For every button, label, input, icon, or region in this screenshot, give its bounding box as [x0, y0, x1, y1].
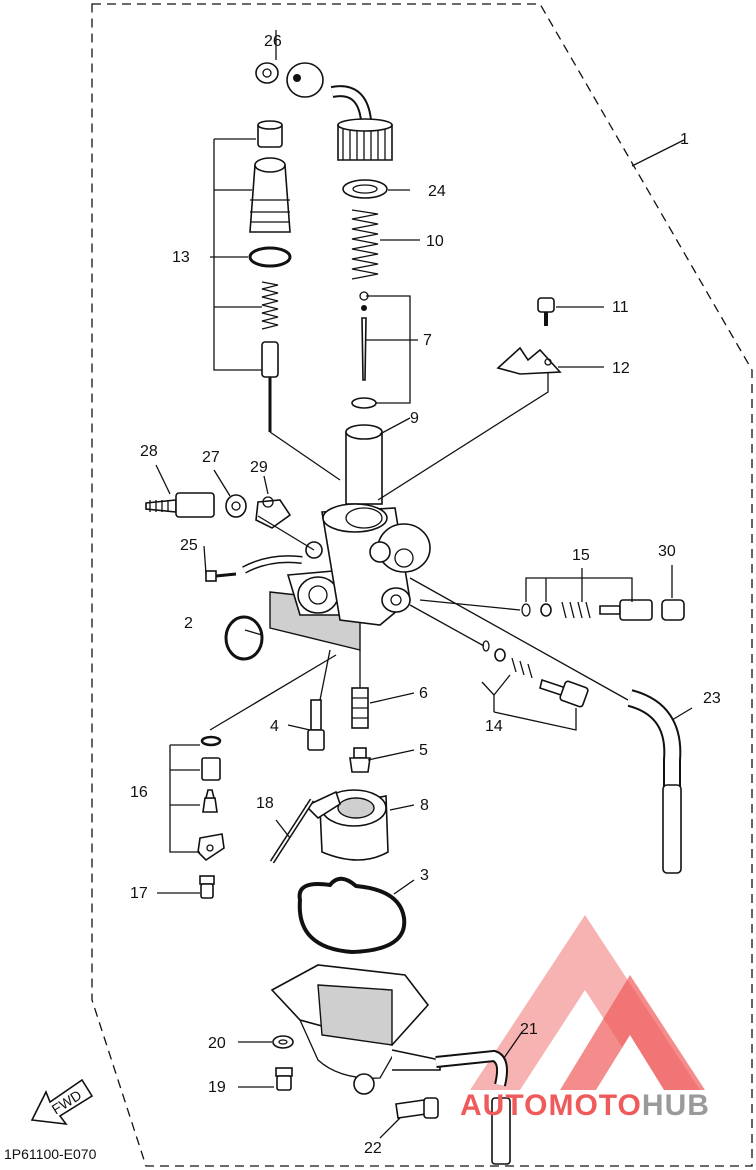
callout-16: 16	[130, 784, 148, 801]
part-3-gasket	[297, 876, 407, 955]
part-6-needle-jet	[351, 687, 369, 729]
callout-12: 12	[612, 360, 630, 377]
part-29-clip	[255, 496, 292, 529]
part-2-oring	[224, 615, 264, 661]
part-1-carburetor-body	[269, 503, 431, 651]
callout-23: 23	[703, 690, 721, 707]
callout-20: 20	[208, 1035, 226, 1052]
watermark-hub: HUB	[642, 1089, 710, 1122]
part-25-screw	[205, 570, 237, 582]
leader-lines	[155, 30, 693, 1139]
watermark-moto: MOTO	[548, 1089, 641, 1122]
part-13-choke-housing	[249, 157, 291, 233]
watermark-auto: AUTO	[460, 1089, 548, 1122]
watermark-text: AUTOMOTOHUB	[460, 1089, 710, 1122]
part-21-drain-tube	[435, 1049, 511, 1165]
part-14-air-screw-set	[482, 640, 589, 708]
callout-17: 17	[130, 885, 148, 902]
part-22-drain-screw	[353, 1073, 439, 1119]
part-27-washer	[225, 494, 247, 518]
part-float-bowl	[270, 964, 441, 1079]
part-17-screw	[199, 875, 215, 899]
callout-4: 4	[270, 718, 279, 735]
part-cable-adjuster	[286, 62, 324, 98]
part-5-main-jet	[349, 747, 371, 773]
callout-11: 11	[612, 299, 629, 316]
watermark-logo	[470, 915, 705, 1090]
callout-6: 6	[419, 685, 428, 702]
part-12-plate	[496, 346, 562, 375]
callout-18: 18	[256, 795, 274, 812]
callout-13: 13	[172, 249, 190, 266]
callout-30: 30	[658, 543, 676, 560]
part-15-pilot-screw-set	[521, 599, 653, 621]
callout-3: 3	[420, 867, 429, 884]
callout-7: 7	[423, 332, 432, 349]
part-24-gasket	[342, 179, 388, 199]
callout-26: 26	[264, 33, 282, 50]
callout-19: 19	[208, 1079, 226, 1096]
callout-29: 29	[250, 459, 268, 476]
callout-24: 24	[428, 183, 446, 200]
callout-22: 22	[364, 1140, 382, 1157]
part-28-idle-screw	[145, 492, 215, 518]
callout-labels: 1 2 3 4 5 6 7 8 9 10 11 12 13 14 15 16 1…	[130, 33, 721, 1157]
part-26-nut	[255, 62, 279, 84]
part-13-oring	[248, 246, 292, 268]
part-18-float-pin	[269, 798, 315, 864]
part-8-float	[304, 789, 389, 861]
part-top-cap	[337, 118, 393, 161]
callout-5: 5	[419, 742, 428, 759]
callout-27: 27	[202, 449, 220, 466]
fwd-arrow-icon: FWD	[30, 1078, 94, 1126]
callout-1: 1	[680, 131, 689, 148]
part-11-screw	[537, 297, 555, 326]
part-30-cap	[661, 599, 685, 621]
part-13-plunger	[261, 341, 279, 432]
part-vent-hose	[242, 555, 303, 574]
part-20-washer	[272, 1035, 294, 1049]
part-16-needle-valve-set	[197, 735, 225, 862]
part-13-spring	[261, 281, 279, 330]
callout-9: 9	[410, 410, 419, 427]
part-9-throttle-valve	[345, 424, 383, 505]
drawing-code: 1P61100-E070	[4, 1146, 97, 1162]
callout-8: 8	[420, 797, 429, 814]
part-10-spring	[351, 209, 379, 280]
part-13-choke-cap	[257, 120, 283, 148]
callout-21: 21	[520, 1021, 538, 1038]
part-4-pilot-jet	[307, 699, 325, 751]
callout-25: 25	[180, 537, 198, 554]
assembly-boundary	[91, 3, 753, 1167]
callout-28: 28	[140, 443, 158, 460]
part-23-drain-hose	[627, 689, 682, 874]
callout-15: 15	[572, 547, 590, 564]
callout-10: 10	[426, 233, 444, 250]
callout-2: 2	[184, 615, 193, 632]
part-19-screw	[275, 1067, 293, 1091]
svg-text:AUTOMOTOHUB: AUTOMOTOHUB	[460, 1089, 710, 1122]
part-7-jet-needle	[351, 291, 377, 409]
part-cable-elbow	[330, 85, 372, 121]
callout-14: 14	[485, 718, 503, 735]
